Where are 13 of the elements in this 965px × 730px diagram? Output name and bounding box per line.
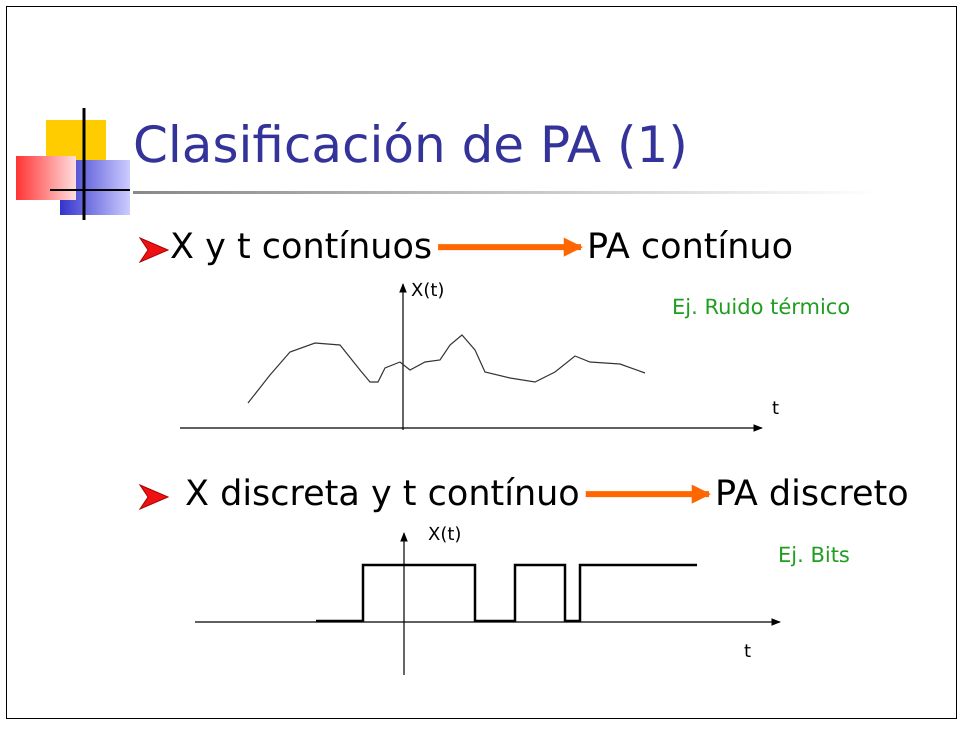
axis-label: X(t) (411, 280, 444, 301)
bullet-text: X discreta y t contínuo (185, 474, 580, 514)
example-note: Ej. Bits (778, 543, 850, 567)
axis-label: t (772, 398, 780, 419)
bullet-text: PA discreto (715, 474, 909, 514)
slide-title: Clasificación de PA (1) (133, 116, 688, 174)
axis-label: X(t) (428, 524, 462, 545)
example-note: Ej. Ruido térmico (672, 295, 850, 319)
arrow (438, 238, 583, 257)
bullet-text: PA contínuo (587, 227, 794, 268)
bullet-text: X y t contínuos (170, 227, 432, 268)
axis-label: t (744, 641, 752, 662)
arrow (586, 484, 711, 504)
